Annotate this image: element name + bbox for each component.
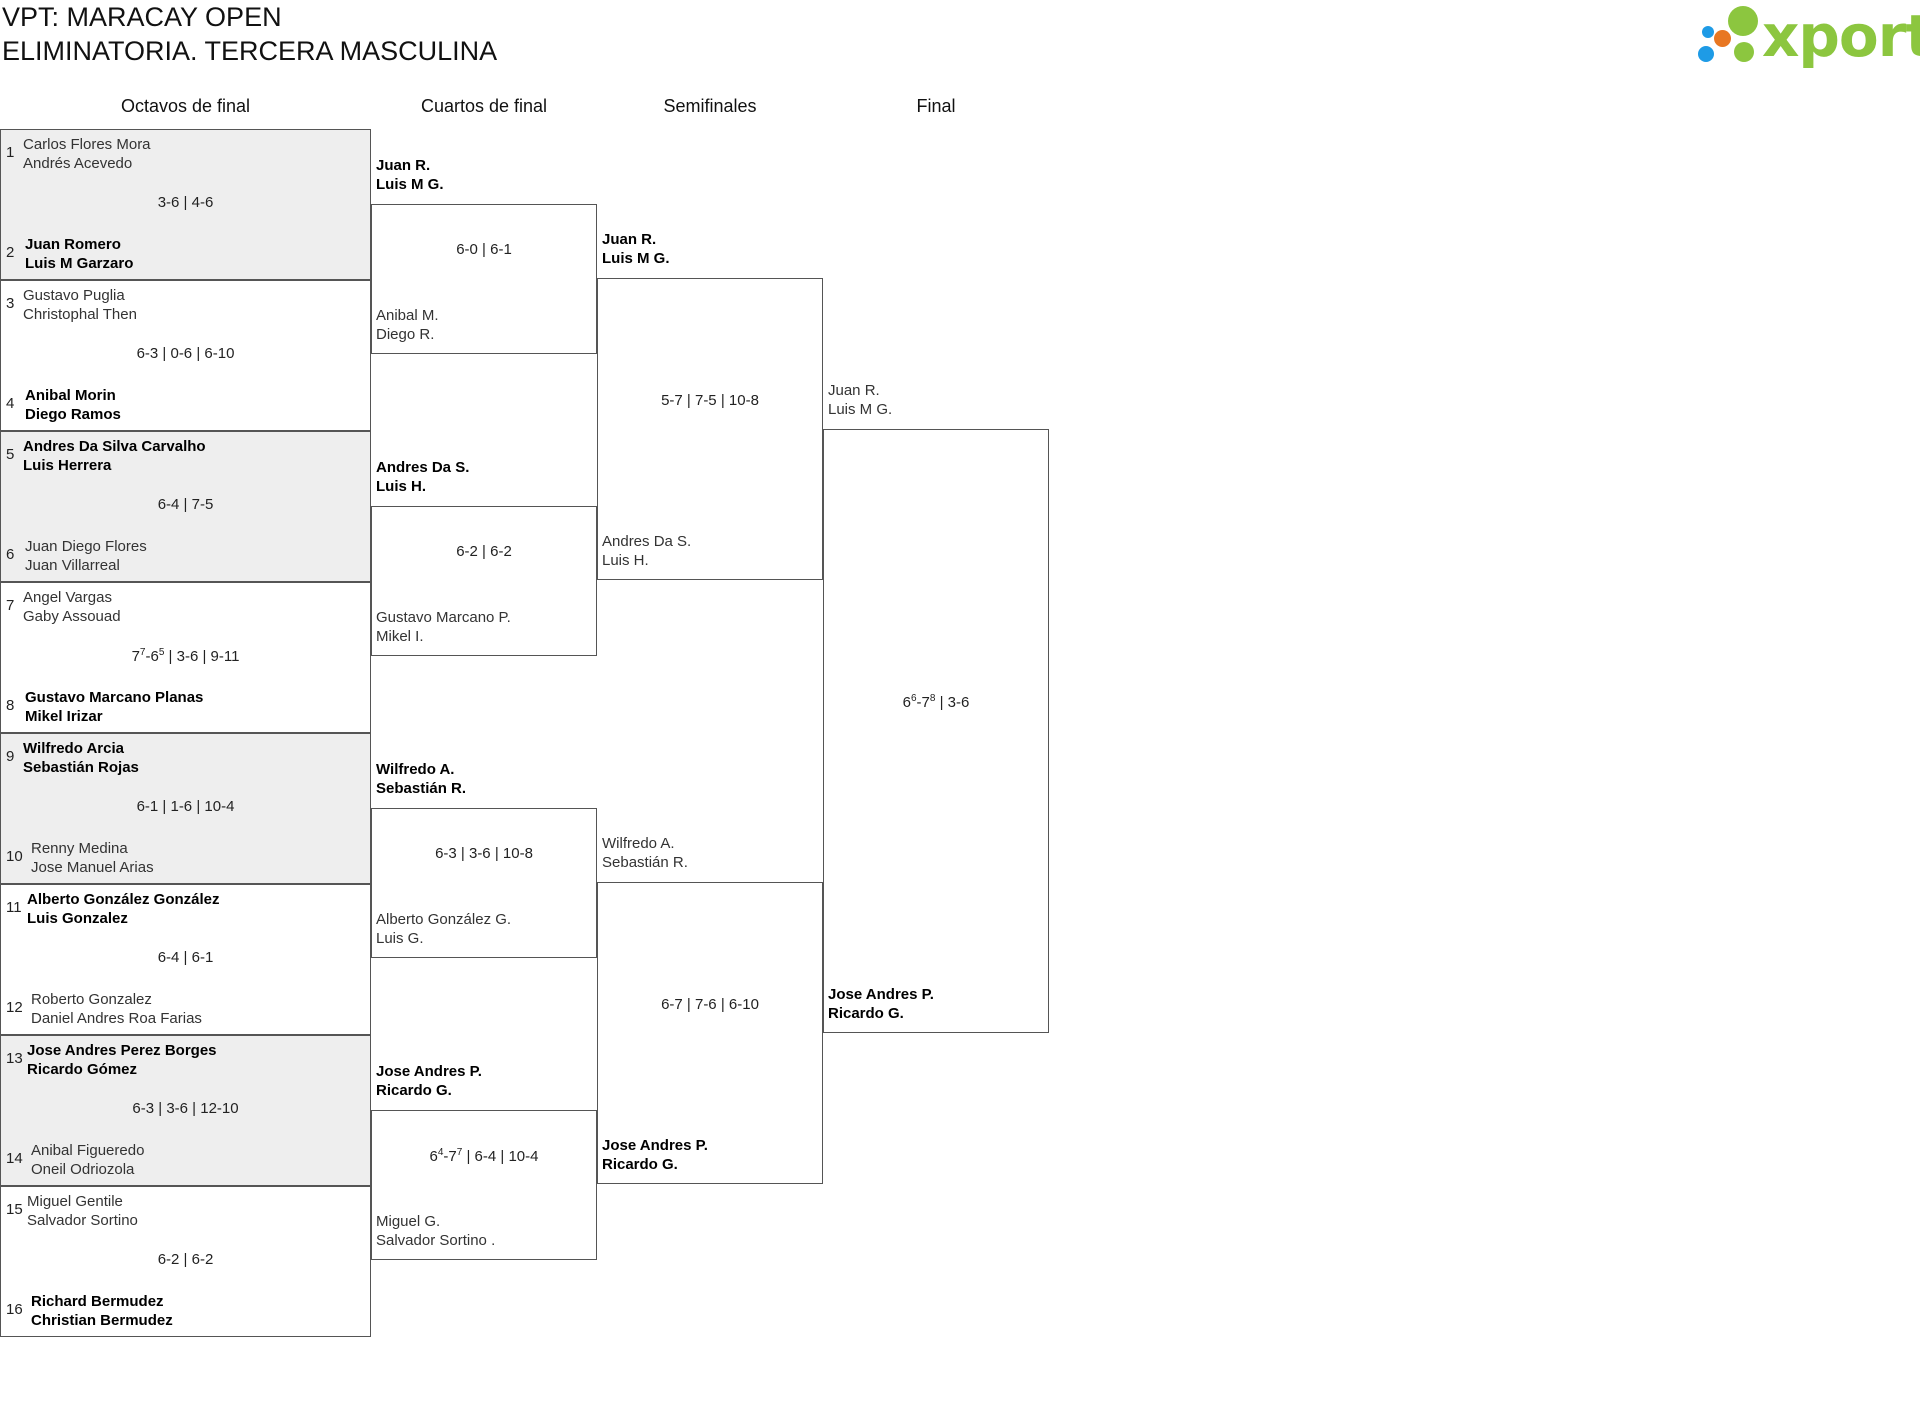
match-score: 3-6 | 4-6: [157, 194, 214, 211]
team-bottom: Gustavo Marcano P.Mikel I.: [376, 609, 511, 645]
match-score: 77-65 | 3-6 | 9-11: [131, 647, 240, 665]
match-score: 6-4 | 6-1: [157, 949, 214, 966]
logo-text: xporty: [1762, 2, 1920, 70]
round-header-octavos: Octavos de final: [120, 96, 251, 116]
match-score: 6-3 | 0-6 | 6-10: [136, 345, 235, 362]
seed-number: 5: [6, 446, 15, 463]
logo-dot-orange: [1714, 30, 1731, 47]
seed-number: 6: [6, 546, 15, 563]
xporty-logo: xporty: [1698, 2, 1920, 70]
final-match: [823, 429, 1049, 1033]
qf-match: [371, 506, 597, 656]
seed-number: 2: [6, 244, 15, 261]
seed-number: 14: [6, 1150, 23, 1167]
sf-match: [597, 882, 823, 1184]
match-score: 6-3 | 3-6 | 12-10: [132, 1100, 239, 1117]
match-score: 6-4 | 7-5: [157, 496, 214, 513]
seed-number: 16: [6, 1301, 23, 1318]
seed-number: 12: [6, 999, 23, 1016]
round-header-final: Final: [916, 96, 956, 116]
qf-match: [371, 1110, 597, 1260]
match-score: 6-2 | 6-2: [456, 543, 512, 560]
match-score: 6-3 | 3-6 | 10-8: [435, 845, 533, 862]
page-subtitle: ELIMINATORIA. TERCERA MASCULINA: [2, 36, 498, 66]
team-bottom: Anibal M.Diego R.: [376, 307, 439, 343]
qf-match: [371, 204, 597, 354]
seed-number: 4: [6, 395, 15, 412]
match-score: 6-2 | 6-2: [157, 1251, 214, 1268]
match-score: 64-77 | 6-4 | 10-4: [429, 1147, 539, 1165]
seed-number: 8: [6, 697, 15, 714]
logo-dot-blue: [1698, 46, 1714, 62]
seed-number: 11: [6, 899, 22, 916]
team-top: Juan R.Luis M G.: [828, 382, 893, 418]
logo-dot-blue-small: [1702, 26, 1714, 38]
match-score: 66-78 | 3-6: [902, 693, 970, 711]
team-top: Andres Da S.Luis H.: [376, 459, 470, 495]
page-title: VPT: MARACAY OPEN: [2, 2, 282, 32]
team-bottom: Jose Andres P.Ricardo G.: [828, 986, 934, 1022]
qf-match: [371, 808, 597, 958]
team-top: Juan R.Luis M G.: [602, 231, 670, 267]
team-bottom: Miguel G.Salvador Sortino .: [376, 1213, 496, 1249]
logo-dot-green-small: [1734, 42, 1754, 62]
seed-number: 7: [6, 597, 15, 614]
match-score: 5-7 | 7-5 | 10-8: [661, 392, 759, 409]
logo-dot-green: [1728, 6, 1758, 36]
seed-number: 3: [6, 295, 15, 312]
sf-match: [597, 278, 823, 580]
seed-number: 10: [6, 848, 23, 865]
match-score: 6-0 | 6-1: [456, 241, 512, 258]
round-header-semis: Semifinales: [663, 96, 757, 116]
team-top: Juan R.Luis M G.: [376, 157, 444, 193]
match-score: 6-1 | 1-6 | 10-4: [136, 798, 235, 815]
seed-number: 15: [6, 1201, 23, 1218]
team-bottom: Alberto González G.Luis G.: [376, 911, 512, 947]
team-top: Wilfredo A.Sebastián R.: [376, 761, 467, 797]
seed-number: 1: [6, 144, 15, 161]
match-score: 6-7 | 7-6 | 6-10: [661, 996, 759, 1013]
seed-number: 13: [6, 1050, 23, 1067]
seed-number: 9: [6, 748, 15, 765]
team-top: Jose Andres P.Ricardo G.: [376, 1063, 482, 1099]
team-top: Wilfredo A.Sebastián R.: [602, 835, 688, 871]
team-bottom: Jose Andres P.Ricardo G.: [602, 1137, 708, 1173]
round-header-cuartos: Cuartos de final: [420, 96, 548, 116]
team-bottom: Andres Da S.Luis H.: [602, 533, 692, 569]
